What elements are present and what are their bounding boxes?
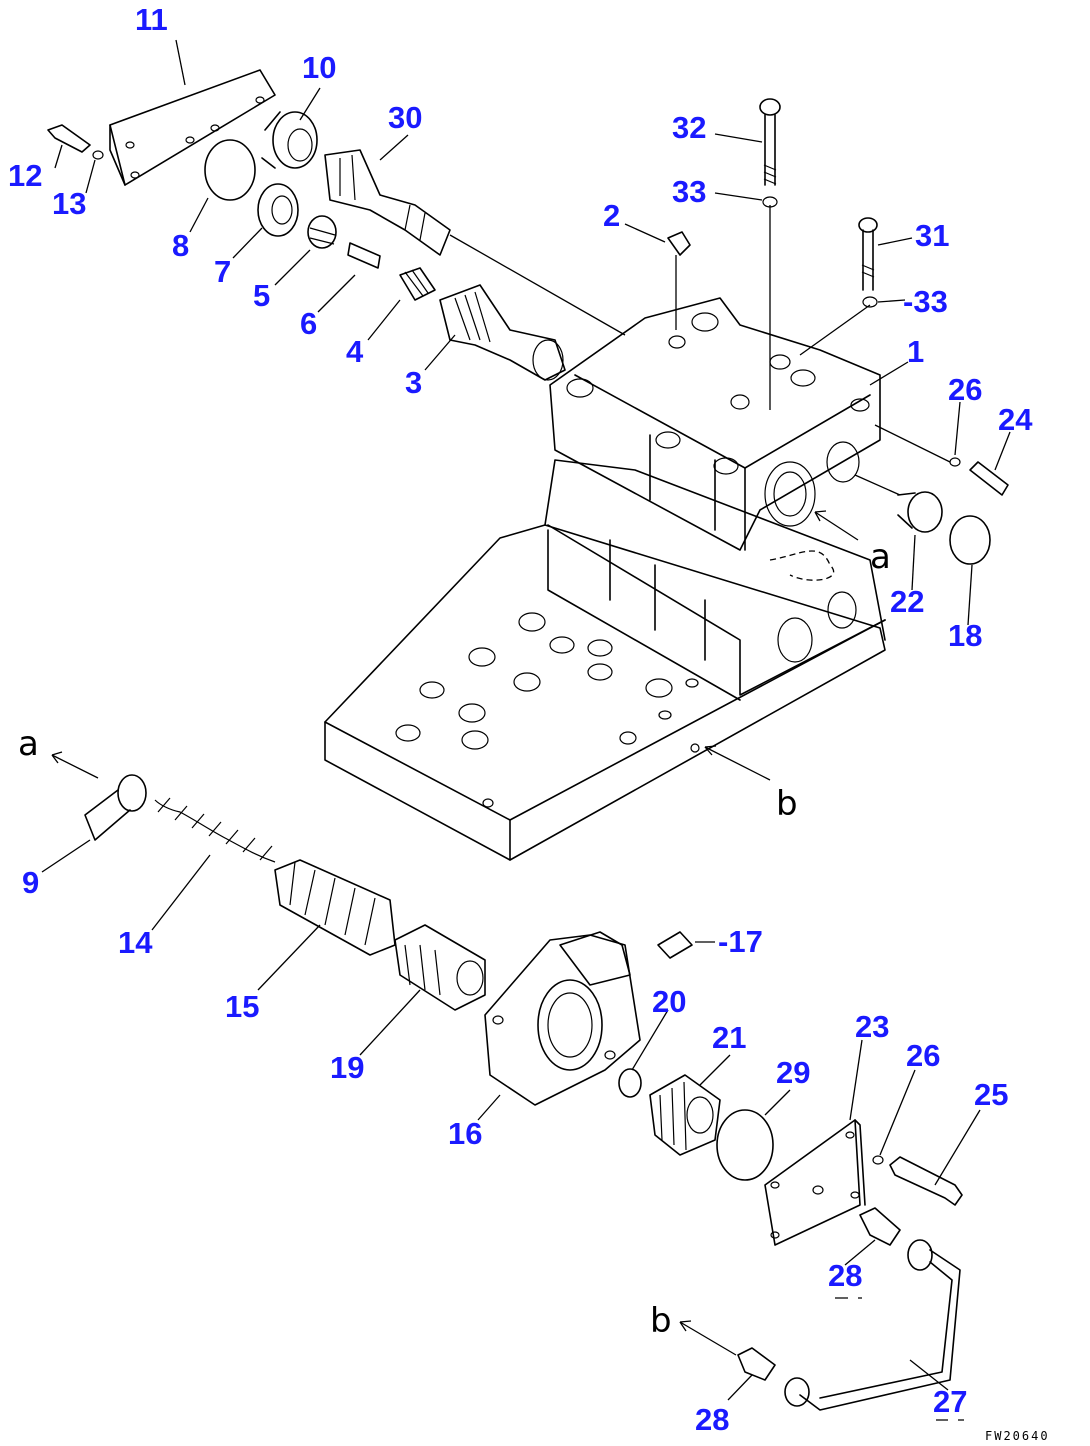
part-label-26-lower: 26	[906, 1038, 940, 1073]
part-label-30: 30	[388, 100, 422, 135]
spring-5	[307, 215, 337, 249]
bolt-25	[889, 1156, 963, 1206]
piston-9	[84, 774, 147, 841]
part-label-14: 14	[118, 925, 153, 960]
part-label-19: 19	[330, 1050, 364, 1085]
part-label-18: 18	[948, 618, 982, 653]
part-label-22: 22	[890, 584, 924, 619]
sleeve-19	[394, 924, 486, 1011]
spring-14	[154, 797, 276, 863]
plug-17	[657, 931, 693, 959]
plug-10	[261, 111, 318, 169]
part-label-26: 26	[948, 372, 982, 407]
spool-3	[439, 284, 566, 381]
o-ring-29	[716, 1109, 774, 1181]
part-label-31: 31	[915, 218, 949, 253]
part-label-12: 12	[8, 158, 42, 193]
cover-plate-11	[109, 69, 276, 186]
part-label-5: 5	[253, 278, 270, 313]
part-label-21: 21	[712, 1020, 746, 1055]
bolt-24	[969, 461, 1009, 496]
part-labels: 11 10 30 12 13 8 7 5 6 4 3 32 33 2 31 -3…	[8, 2, 1033, 1437]
view-mark-a-body: a	[870, 537, 891, 577]
leader-lines	[41, 39, 1011, 1421]
view-mark-b-body: b	[776, 784, 798, 824]
cover-plate-23	[764, 1119, 866, 1246]
part-label-16: 16	[448, 1116, 482, 1151]
piston-21	[649, 1074, 721, 1156]
o-ring-18	[949, 515, 991, 565]
part-label-13: 13	[52, 186, 86, 221]
part-label-9: 9	[22, 865, 39, 900]
spool-30	[324, 149, 451, 256]
valve-body-1	[324, 297, 886, 861]
valve-housing-16	[484, 931, 641, 1106]
plug-2	[667, 231, 691, 256]
part-label-17: -17	[718, 924, 763, 959]
retainer-7	[257, 183, 299, 237]
bolt-32	[759, 98, 781, 208]
part-label-20: 20	[652, 984, 686, 1019]
view-marks: a b a b	[18, 537, 891, 1341]
plug-22	[897, 491, 943, 533]
o-ring-8	[204, 139, 256, 201]
drawing-code: FW20640	[985, 1429, 1050, 1443]
part-label-15: 15	[225, 989, 259, 1024]
part-label-6: 6	[300, 306, 317, 341]
fitting-28-upper	[859, 1207, 901, 1246]
view-mark-b-lower: b	[650, 1301, 672, 1341]
part-label-2: 2	[603, 198, 620, 233]
washer-26	[949, 457, 961, 467]
fitting-28-lower	[737, 1347, 776, 1381]
part-label-28-lower: 28	[695, 1402, 729, 1437]
pipe-27	[784, 1239, 961, 1411]
bolt-12	[47, 124, 104, 160]
part-label-24: 24	[998, 402, 1033, 437]
part-label-10: 10	[302, 50, 336, 85]
part-label-3: 3	[405, 365, 422, 400]
part-label-7: 7	[214, 254, 231, 289]
ball-20	[618, 1068, 642, 1098]
pin-6	[347, 242, 381, 269]
part-label-32: 32	[672, 110, 706, 145]
washer-26-lower	[872, 1155, 884, 1165]
spring-15	[274, 859, 396, 956]
part-label-4: 4	[346, 334, 364, 369]
part-label-8: 8	[172, 228, 189, 263]
part-label-28-upper: 28	[828, 1258, 862, 1293]
part-label-1: 1	[907, 334, 924, 369]
part-label-27: 27	[933, 1384, 967, 1419]
part-label-25: 25	[974, 1077, 1008, 1112]
spring-4	[399, 267, 436, 301]
part-label-23: 23	[855, 1009, 889, 1044]
part-label-29: 29	[776, 1055, 810, 1090]
view-mark-a-left: a	[18, 724, 39, 764]
part-label-33: 33	[672, 174, 706, 209]
bolt-31	[858, 217, 878, 308]
part-label-11: 11	[135, 2, 168, 37]
part-label-33-right: -33	[903, 284, 948, 319]
